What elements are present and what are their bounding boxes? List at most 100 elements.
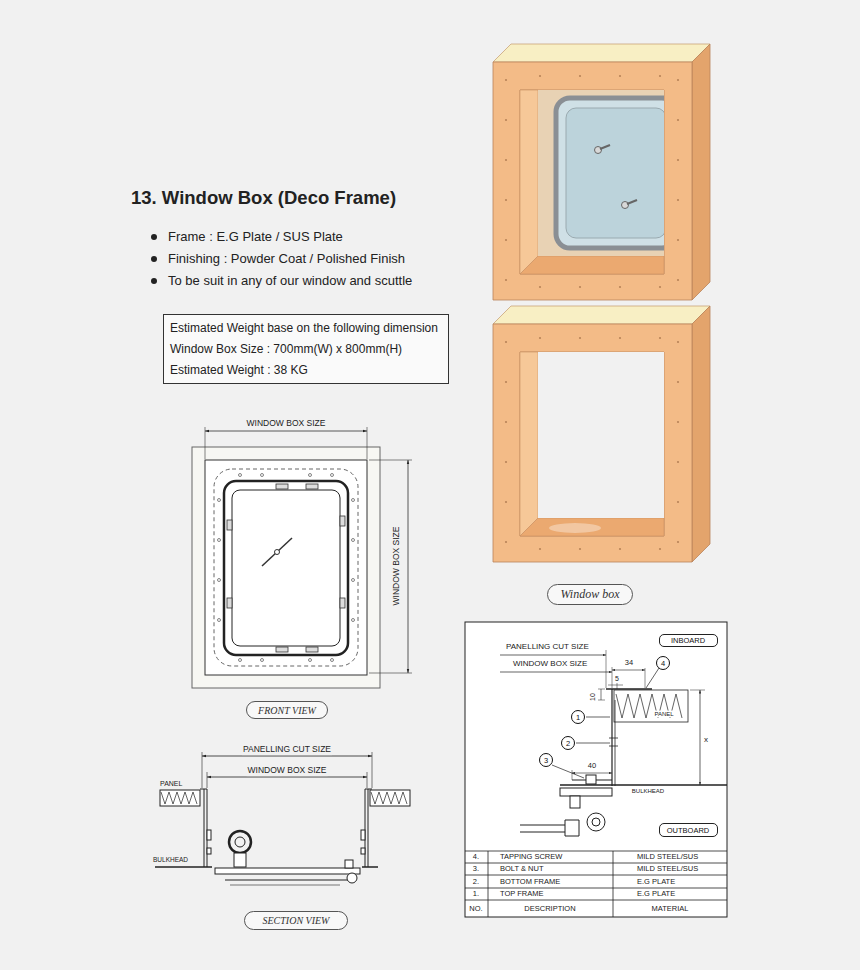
detail-drawing (465, 851, 727, 917)
side-tag: INBOARD (659, 634, 718, 647)
front-view-drawing (309, 474, 312, 477)
render-window-box (627, 200, 637, 204)
render-window-box (493, 44, 710, 300)
section-view-drawing (372, 752, 373, 788)
section-view-drawing (347, 873, 357, 883)
front-view-drawing (352, 619, 355, 622)
section-view-drawing (367, 772, 368, 788)
dimension-label: WINDOW BOX SIZE (246, 419, 327, 429)
page-title: 13. Window Box (Deco Frame) (131, 187, 396, 208)
table-cell: MILD STEEL/SUS (637, 865, 698, 874)
detail-drawing (598, 700, 605, 701)
detail-drawing (465, 863, 727, 864)
part-label: BULKHEAD (631, 788, 665, 795)
weight-note-box: Estimated Weight base on the following d… (163, 314, 449, 384)
view-label: SECTION VIEW (244, 911, 348, 930)
front-view-drawing (331, 474, 334, 477)
detail-drawing (465, 900, 727, 901)
section-view-drawing (371, 792, 407, 804)
render-window-box (493, 44, 710, 300)
detail-drawing (500, 672, 612, 673)
detail-drawing (560, 784, 727, 786)
front-view-drawing (232, 490, 340, 646)
front-view-drawing (352, 499, 355, 502)
node-text: 2 (566, 739, 570, 748)
section-view-drawing (365, 789, 366, 867)
section-view-drawing (225, 880, 350, 881)
section-view-drawing (362, 866, 378, 868)
front-view-drawing (192, 427, 412, 688)
section-view-drawing (200, 789, 207, 790)
section-view-drawing (204, 789, 205, 867)
render-window-box (549, 523, 601, 533)
front-view-drawing (239, 474, 242, 477)
detail-drawing (598, 689, 605, 690)
front-view-drawing (369, 673, 412, 674)
feature-text: To be suit in any of our window and scut… (168, 274, 412, 289)
section-view-drawing (207, 830, 211, 840)
node-text: Window box (561, 587, 620, 602)
detail-drawing (488, 851, 489, 917)
front-view-drawing (205, 460, 367, 675)
node-text: 1 (576, 713, 580, 722)
node-text: INBOARD (671, 636, 705, 645)
dimension-value: 40 (587, 762, 597, 771)
render-window-box (538, 352, 664, 518)
detail-drawing (609, 746, 618, 747)
front-view-drawing (224, 481, 348, 655)
front-view-drawing (261, 474, 264, 477)
node-text: Estimated Weight base on the following d… (170, 318, 438, 339)
detail-drawing (465, 875, 727, 876)
detail-drawing (572, 770, 573, 780)
dimension-label: WINDOW BOX SIZE (512, 659, 588, 668)
front-view-drawing (367, 427, 368, 459)
front-view-drawing (218, 539, 221, 542)
front-view-drawing (239, 659, 242, 662)
section-view-drawing (155, 866, 212, 868)
section-view-drawing (207, 772, 208, 788)
dimension-value: 34 (624, 659, 634, 668)
callout-number: 2 (561, 736, 575, 750)
table-header: NO. (469, 904, 482, 913)
section-view-drawing (234, 853, 246, 867)
front-view-drawing (205, 431, 367, 432)
table-cell: 1. (473, 890, 479, 899)
render-window-box (595, 147, 602, 154)
section-view-drawing (155, 752, 410, 885)
render-window-box (556, 98, 664, 248)
node-text: OUTBOARD (667, 826, 710, 835)
section-view-drawing (361, 848, 365, 854)
callout-number: 4 (656, 656, 670, 670)
render-window-box (493, 306, 710, 562)
detail-drawing (586, 775, 596, 784)
front-view-drawing (261, 659, 264, 662)
feature-text: Frame : E.G Plate / SUS Plate (168, 230, 343, 245)
detail-drawing (617, 683, 618, 689)
bullet-dot (151, 234, 157, 240)
table-cell: E.G PLATE (637, 890, 675, 899)
render-window-box (622, 202, 629, 209)
node-text: 4 (661, 659, 665, 668)
front-view-drawing (306, 647, 318, 652)
detail-drawing (613, 851, 614, 917)
detail-drawing (465, 851, 727, 852)
detail-drawing (609, 738, 618, 739)
table-cell: 3. (473, 865, 479, 874)
render-window-box (493, 306, 710, 562)
detail-drawing (520, 832, 565, 833)
table-header: MATERIAL (652, 904, 689, 913)
bullet-dot (151, 256, 157, 262)
callout-number: 1 (571, 710, 585, 724)
section-view-drawing (207, 777, 367, 778)
detail-drawing (465, 622, 727, 917)
detail-drawing (592, 818, 600, 826)
section-view-drawing (207, 789, 208, 867)
front-view-drawing (214, 469, 358, 666)
node-text: Estimated Weight : 38 KG (170, 360, 308, 381)
detail-drawing (465, 622, 727, 917)
render-window-box (538, 90, 664, 256)
front-view-drawing (227, 520, 232, 530)
detail-drawing (611, 689, 612, 786)
